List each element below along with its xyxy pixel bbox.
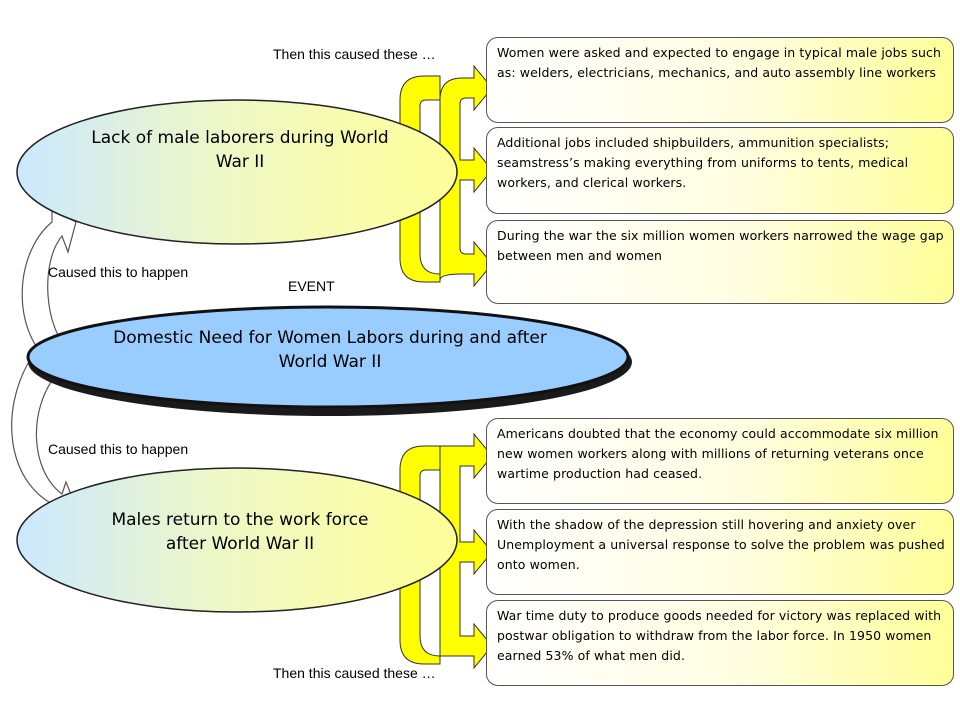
event-oval-text: Domestic Need for Women Labors during an… [113, 328, 547, 372]
top-effect-box-3: During the war the six million women wor… [486, 220, 954, 304]
cause-oval-text: Lack of male laborers during World War I… [91, 128, 389, 172]
bottom-effect-box-1: Americans doubted that the economy could… [486, 418, 954, 504]
top-yellow-bracket-icon [439, 64, 493, 288]
cause-oval [16, 99, 458, 245]
caused-top-label: Caused this to happen [48, 264, 189, 280]
event-oval [26, 305, 630, 409]
top-effect-box-1: Women were asked and expected to engage … [486, 37, 954, 123]
bottom-yellow-bracket-icon [439, 432, 493, 670]
effect-oval-text: Males return to the work force after Wor… [111, 510, 369, 554]
bottom-effect-box-3: War time duty to produce goods needed fo… [486, 600, 954, 686]
top-effect-box-2: Additional jobs included shipbuilders, a… [486, 127, 954, 214]
then-caused-bottom-label: Then this caused these … [273, 665, 436, 681]
then-caused-top-label: Then this caused these … [273, 46, 436, 62]
effect-oval [16, 467, 458, 613]
caused-bottom-label: Caused this to happen [48, 441, 189, 457]
event-label: EVENT [288, 278, 335, 294]
bottom-effect-box-2: With the shadow of the depression still … [486, 509, 954, 595]
